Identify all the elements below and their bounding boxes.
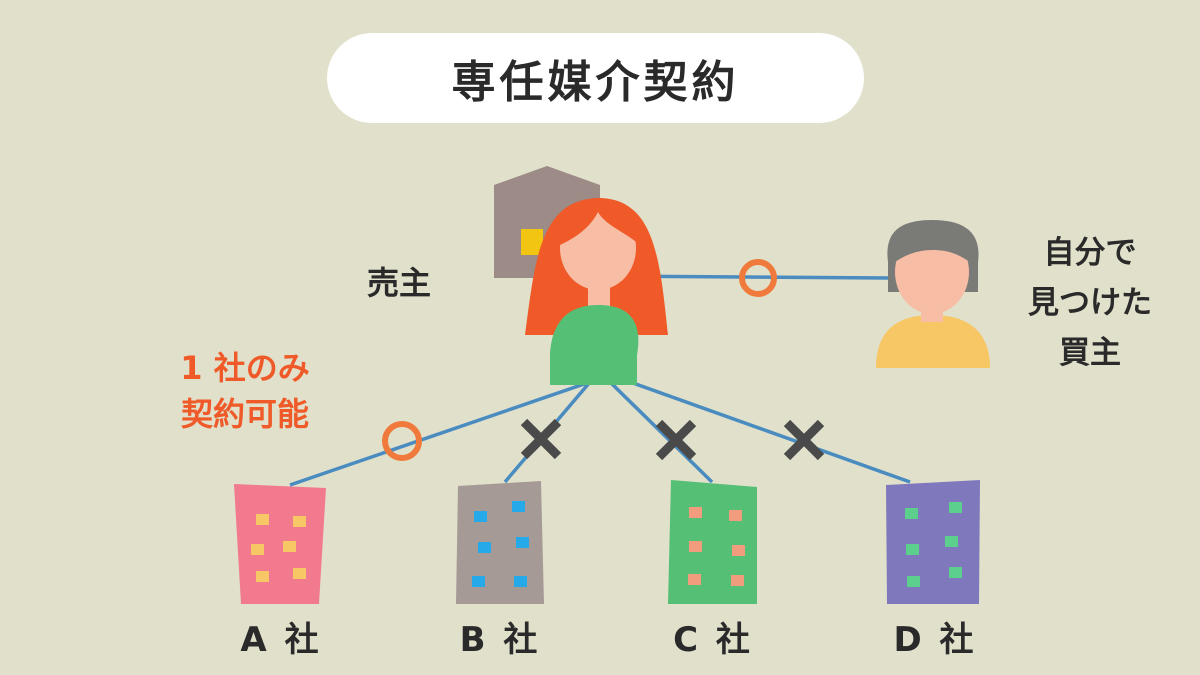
building-icon-company-a xyxy=(234,484,326,604)
building-icon-company-c xyxy=(668,480,757,604)
company-a-label: A 社 xyxy=(240,620,322,660)
title-pill: 専任媒介契約 xyxy=(327,33,864,123)
line-seller-company-a xyxy=(289,380,591,487)
seller-label: 売主 xyxy=(367,264,432,302)
company-c-label: C 社 xyxy=(673,620,753,660)
building-icon-company-d xyxy=(886,480,980,604)
line-seller-company-c xyxy=(608,380,714,484)
buyer-label-line: 見つけた xyxy=(1028,285,1152,321)
buyer-label: 自分で 見つけた 買主 xyxy=(1010,228,1170,378)
note-line: 1 社のみ xyxy=(180,349,310,387)
buyer-label-line: 自分で xyxy=(1043,235,1137,271)
man-avatar-icon xyxy=(876,220,990,368)
single-company-note: 1 社のみ 契約可能 xyxy=(150,345,340,437)
company-b-label: B 社 xyxy=(459,620,541,660)
note-line: 契約可能 xyxy=(180,395,309,433)
circle-mark-company-a xyxy=(382,421,422,461)
company-d-label: D 社 xyxy=(893,620,977,660)
cross-mark-company-d xyxy=(783,419,825,461)
cross-mark-company-b xyxy=(520,418,562,460)
line-seller-company-d xyxy=(629,380,911,484)
page-title: 専任媒介契約 xyxy=(451,57,740,108)
woman-avatar-icon xyxy=(525,198,668,385)
circle-mark-buyer xyxy=(739,259,777,297)
buyer-label-line: 買主 xyxy=(1059,335,1121,371)
cross-mark-company-c xyxy=(655,419,697,461)
building-icon-company-b xyxy=(456,481,544,604)
